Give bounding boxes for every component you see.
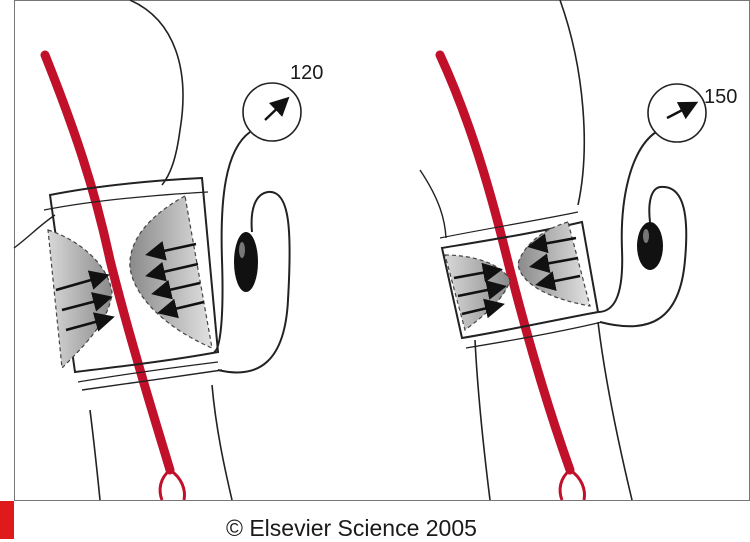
right-panel [420, 0, 706, 500]
arm-outline-left-3 [90, 410, 100, 500]
cuff-left-bottom-edge-2 [78, 362, 218, 382]
arm-outline-left [130, 0, 183, 185]
compression-zone-right-b [518, 222, 590, 306]
inflation-bulb-icon [234, 232, 258, 292]
arm-outline-right-3 [475, 340, 490, 500]
inflation-bulb-icon [637, 222, 663, 270]
artery-branch-left [160, 470, 184, 500]
copyright-caption: © Elsevier Science 2005 [226, 515, 477, 542]
bulb-highlight-right [643, 229, 649, 243]
gauge-reading-right: 150 [704, 86, 737, 109]
arm-outline-right-4 [598, 322, 632, 500]
left-panel [14, 0, 301, 500]
arm-outline-left-4 [212, 385, 232, 500]
arm-outline-right-2 [420, 170, 446, 238]
compression-zone-left-b [130, 196, 212, 348]
cuff-left-bottom-edge [82, 370, 222, 390]
bulb-highlight-left [239, 242, 245, 258]
gauge-reading-left: 120 [290, 62, 323, 85]
tube-right-gauge [598, 132, 656, 312]
arm-outline-right [560, 0, 584, 205]
artery-branch-right [560, 470, 584, 500]
corner-tab [0, 501, 14, 539]
